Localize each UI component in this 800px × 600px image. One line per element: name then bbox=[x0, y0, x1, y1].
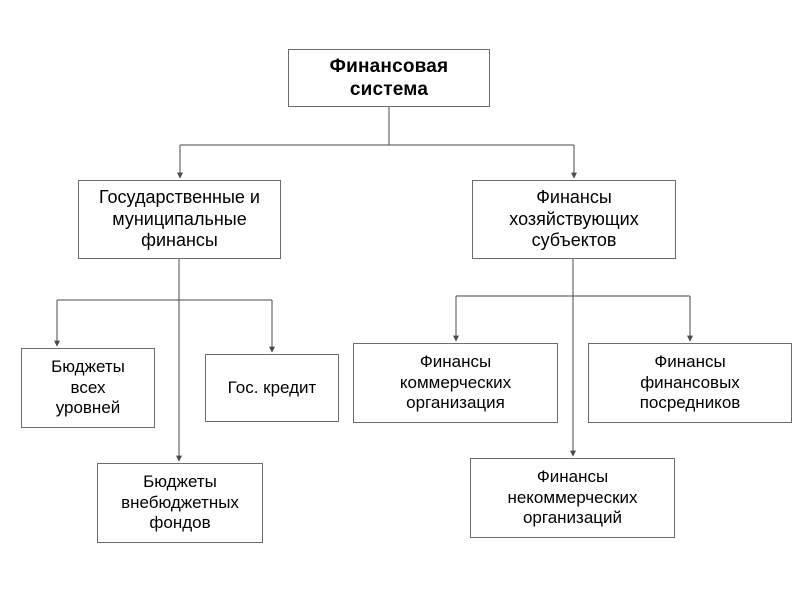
node-noncommercial-organizations-finance[interactable]: Финансы некоммерческих организаций bbox=[470, 458, 675, 538]
node-state-credit[interactable]: Гос. кредит bbox=[205, 354, 339, 422]
node-state-municipal-finance[interactable]: Государственные и муниципальные финансы bbox=[78, 180, 281, 259]
node-commercial-organizations-finance[interactable]: Финансы коммерческих организация bbox=[353, 343, 558, 423]
node-extrabudgetary-funds[interactable]: Бюджеты внебюджетных фондов bbox=[97, 463, 263, 543]
node-financial-intermediaries-finance[interactable]: Финансы финансовых посредников bbox=[588, 343, 792, 423]
node-business-entities-finance[interactable]: Финансы хозяйствующих субъектов bbox=[472, 180, 676, 259]
node-root-financial-system[interactable]: Финансовая система bbox=[288, 49, 490, 107]
node-budgets-all-levels[interactable]: Бюджеты всех уровней bbox=[21, 348, 155, 428]
